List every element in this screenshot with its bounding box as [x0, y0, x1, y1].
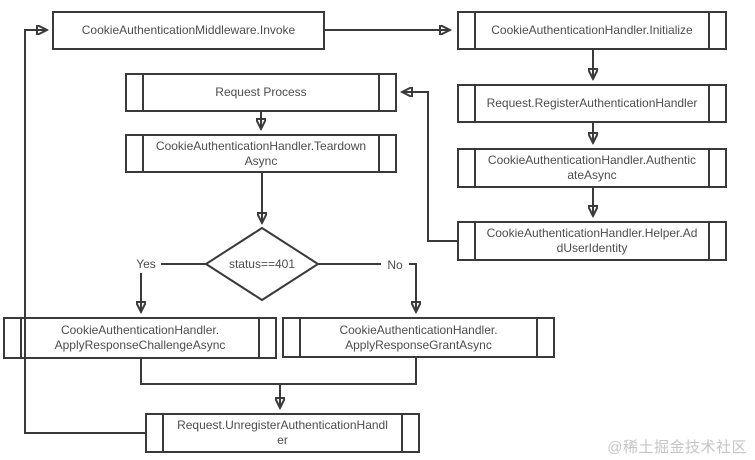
node-label: CookieAuthenticationHandler.Initialize	[491, 23, 693, 37]
node-teardown-async: CookieAuthenticationHandler.Teardown Asy…	[125, 134, 397, 173]
connector-adduseridentity-to-requestprocess	[403, 92, 457, 242]
node-label: CookieAuthenticationHandler. ApplyRespon…	[54, 323, 226, 352]
node-middleware-invoke: CookieAuthenticationMiddleware.Invoke	[52, 11, 325, 50]
node-register-authentication-handler: Request.RegisterAuthenticationHandler	[457, 84, 727, 123]
node-label: CookieAuthenticationHandler.Authentic at…	[487, 153, 697, 182]
node-label: Request.UnregisterAuthenticationHandl er	[177, 418, 388, 447]
node-apply-response-challenge-async: CookieAuthenticationHandler. ApplyRespon…	[3, 317, 277, 359]
node-unregister-authentication-handler: Request.UnregisterAuthenticationHandl er	[145, 413, 420, 453]
node-authenticate-async: CookieAuthenticationHandler.Authentic at…	[457, 148, 727, 188]
juejin-watermark: @稀土掘金技术社区	[607, 439, 747, 456]
node-helper-add-user-identity: CookieAuthenticationHandler.Helper.Ad dU…	[457, 221, 727, 261]
edge-label-no: No	[381, 256, 409, 274]
decision-label: status==401	[228, 257, 296, 271]
node-label: Request Process	[215, 85, 307, 99]
edge-label-yes: Yes	[131, 255, 161, 273]
node-label: Request.RegisterAuthenticationHandler	[486, 96, 698, 110]
node-label: CookieAuthenticationMiddleware.Invoke	[81, 23, 296, 37]
node-handler-initialize: CookieAuthenticationHandler.Initialize	[457, 11, 727, 50]
node-label: CookieAuthenticationHandler. ApplyRespon…	[339, 322, 498, 352]
node-apply-response-grant-async: CookieAuthenticationHandler. ApplyRespon…	[282, 317, 555, 358]
node-label: CookieAuthenticationHandler.Teardown Asy…	[155, 138, 367, 168]
node-request-process: Request Process	[125, 73, 397, 112]
connector-merge-bottom	[140, 358, 417, 385]
node-label: CookieAuthenticationHandler.Helper.Ad dU…	[486, 226, 698, 255]
